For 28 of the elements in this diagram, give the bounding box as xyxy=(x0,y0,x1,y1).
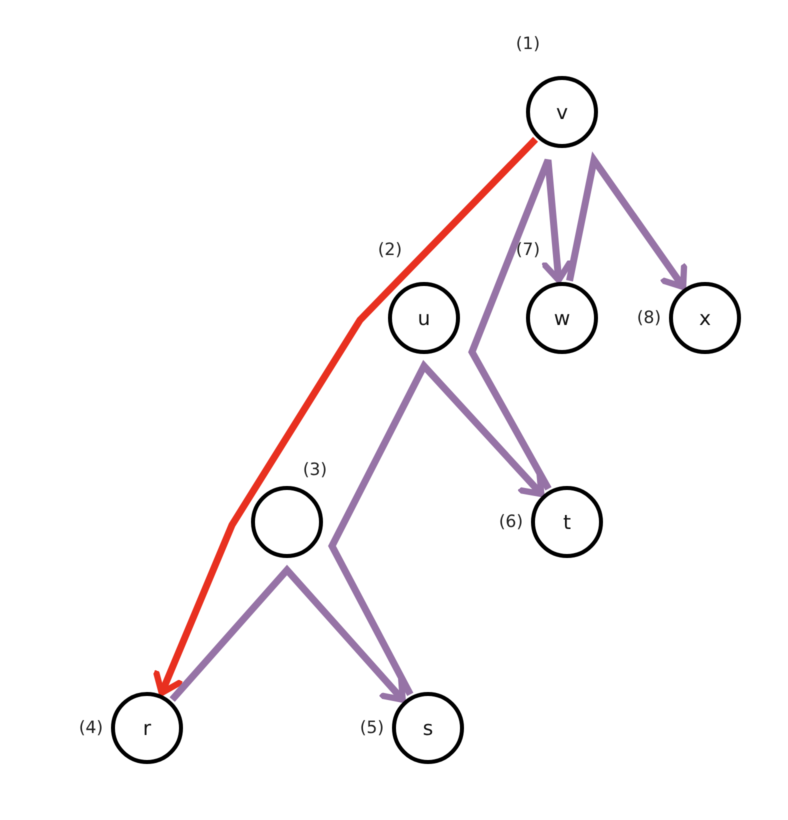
node-number: (1) xyxy=(516,34,540,54)
node-label: r xyxy=(142,718,152,738)
arrow xyxy=(170,564,406,703)
node-label: t xyxy=(563,512,571,532)
node-circle xyxy=(669,282,741,354)
node-circle xyxy=(526,282,598,354)
node-circle xyxy=(531,486,603,558)
node-label: v xyxy=(556,102,568,122)
arrow xyxy=(153,136,538,696)
node-circle xyxy=(388,282,460,354)
node-label: u xyxy=(418,308,430,328)
arrow xyxy=(566,151,688,290)
arrow xyxy=(328,360,544,696)
arrow xyxy=(468,156,573,491)
node-number: (2) xyxy=(378,240,402,260)
node-number: (7) xyxy=(516,240,540,260)
node-label: s xyxy=(422,718,434,738)
node-number: (5) xyxy=(360,718,384,738)
node-number: (8) xyxy=(636,308,661,328)
node-label: w xyxy=(554,308,570,328)
node-number: (6) xyxy=(498,512,523,532)
node-circle xyxy=(392,692,464,764)
node-circle xyxy=(526,76,598,148)
node-label: x xyxy=(699,308,711,328)
node-circle xyxy=(111,692,183,764)
node-circle xyxy=(251,486,323,558)
node-number: (4) xyxy=(78,718,103,738)
node-number: (3) xyxy=(302,460,327,480)
